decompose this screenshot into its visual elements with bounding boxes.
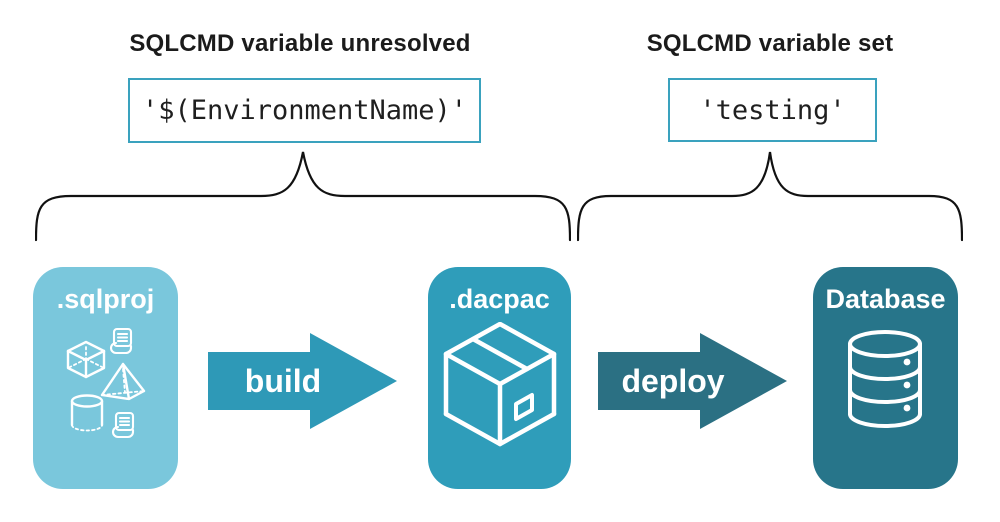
left-brace (35, 151, 571, 242)
database-icon (848, 330, 922, 428)
node-dacpac: .dacpac (428, 267, 571, 489)
sql-objects-icons (66, 327, 146, 439)
node-database-label: Database (825, 284, 946, 314)
build-arrow: build (208, 333, 397, 429)
package-icon (443, 322, 557, 447)
unresolved-variable-text: '$(EnvironmentName)' (141, 95, 468, 126)
script-icon (111, 411, 135, 439)
node-dacpac-label: .dacpac (449, 284, 550, 314)
left-code-box: '$(EnvironmentName)' (128, 78, 481, 143)
build-arrow-label: build (244, 362, 322, 399)
deploy-arrow-label: deploy (621, 362, 725, 399)
right-code-box: 'testing' (668, 78, 877, 142)
left-annotation-title: SQLCMD variable unresolved (129, 30, 471, 57)
deploy-arrow: deploy (598, 333, 787, 429)
deploy-arrow-shape (598, 333, 787, 429)
script-icon (109, 327, 133, 355)
node-sqlproj: .sqlproj (33, 267, 178, 489)
node-database: Database (813, 267, 958, 489)
pyramid-icon (100, 362, 146, 401)
right-brace (577, 151, 963, 242)
build-arrow-shape (208, 333, 397, 429)
resolved-variable-text: 'testing' (699, 94, 846, 126)
node-sqlproj-label: .sqlproj (56, 284, 155, 314)
cube-icon (66, 340, 106, 379)
right-annotation-title: SQLCMD variable set (646, 30, 894, 57)
cylinder-icon (70, 394, 104, 432)
